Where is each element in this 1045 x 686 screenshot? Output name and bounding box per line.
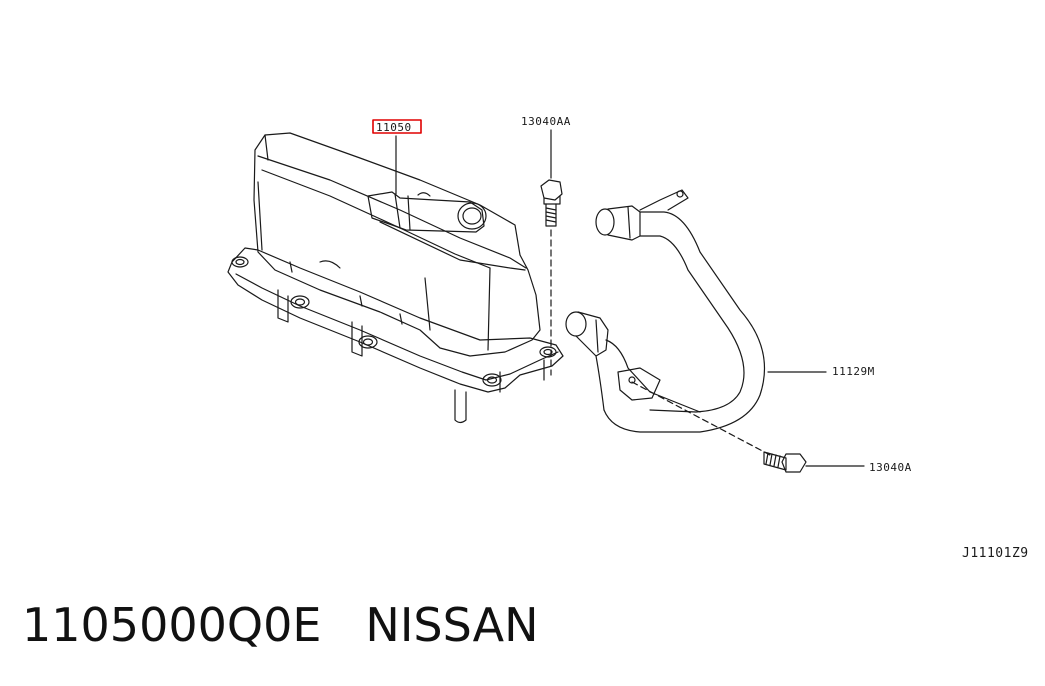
hose-callout[interactable]: 11129M <box>832 365 875 378</box>
alignment-line-bottom <box>631 381 771 456</box>
part-number: 1105000Q0E <box>22 598 322 652</box>
oil-cooler-drawing[interactable] <box>227 132 564 424</box>
oil-cooler-callout[interactable]: 11050 <box>376 121 412 134</box>
bolt-top-callout[interactable]: 13040AA <box>521 115 571 128</box>
brand-name: NISSAN <box>365 598 539 652</box>
oil-cooler-callout-box <box>372 119 422 134</box>
bolt-bottom-callout[interactable]: 13040A <box>869 461 912 474</box>
diagram-code: J11101Z9 <box>962 546 1029 561</box>
hose-drawing[interactable] <box>565 189 827 433</box>
part-caption: 1105000Q0E NISSAN <box>22 598 539 652</box>
bolt-bottom-drawing[interactable] <box>763 451 865 473</box>
bolt-top-drawing[interactable] <box>540 129 563 227</box>
